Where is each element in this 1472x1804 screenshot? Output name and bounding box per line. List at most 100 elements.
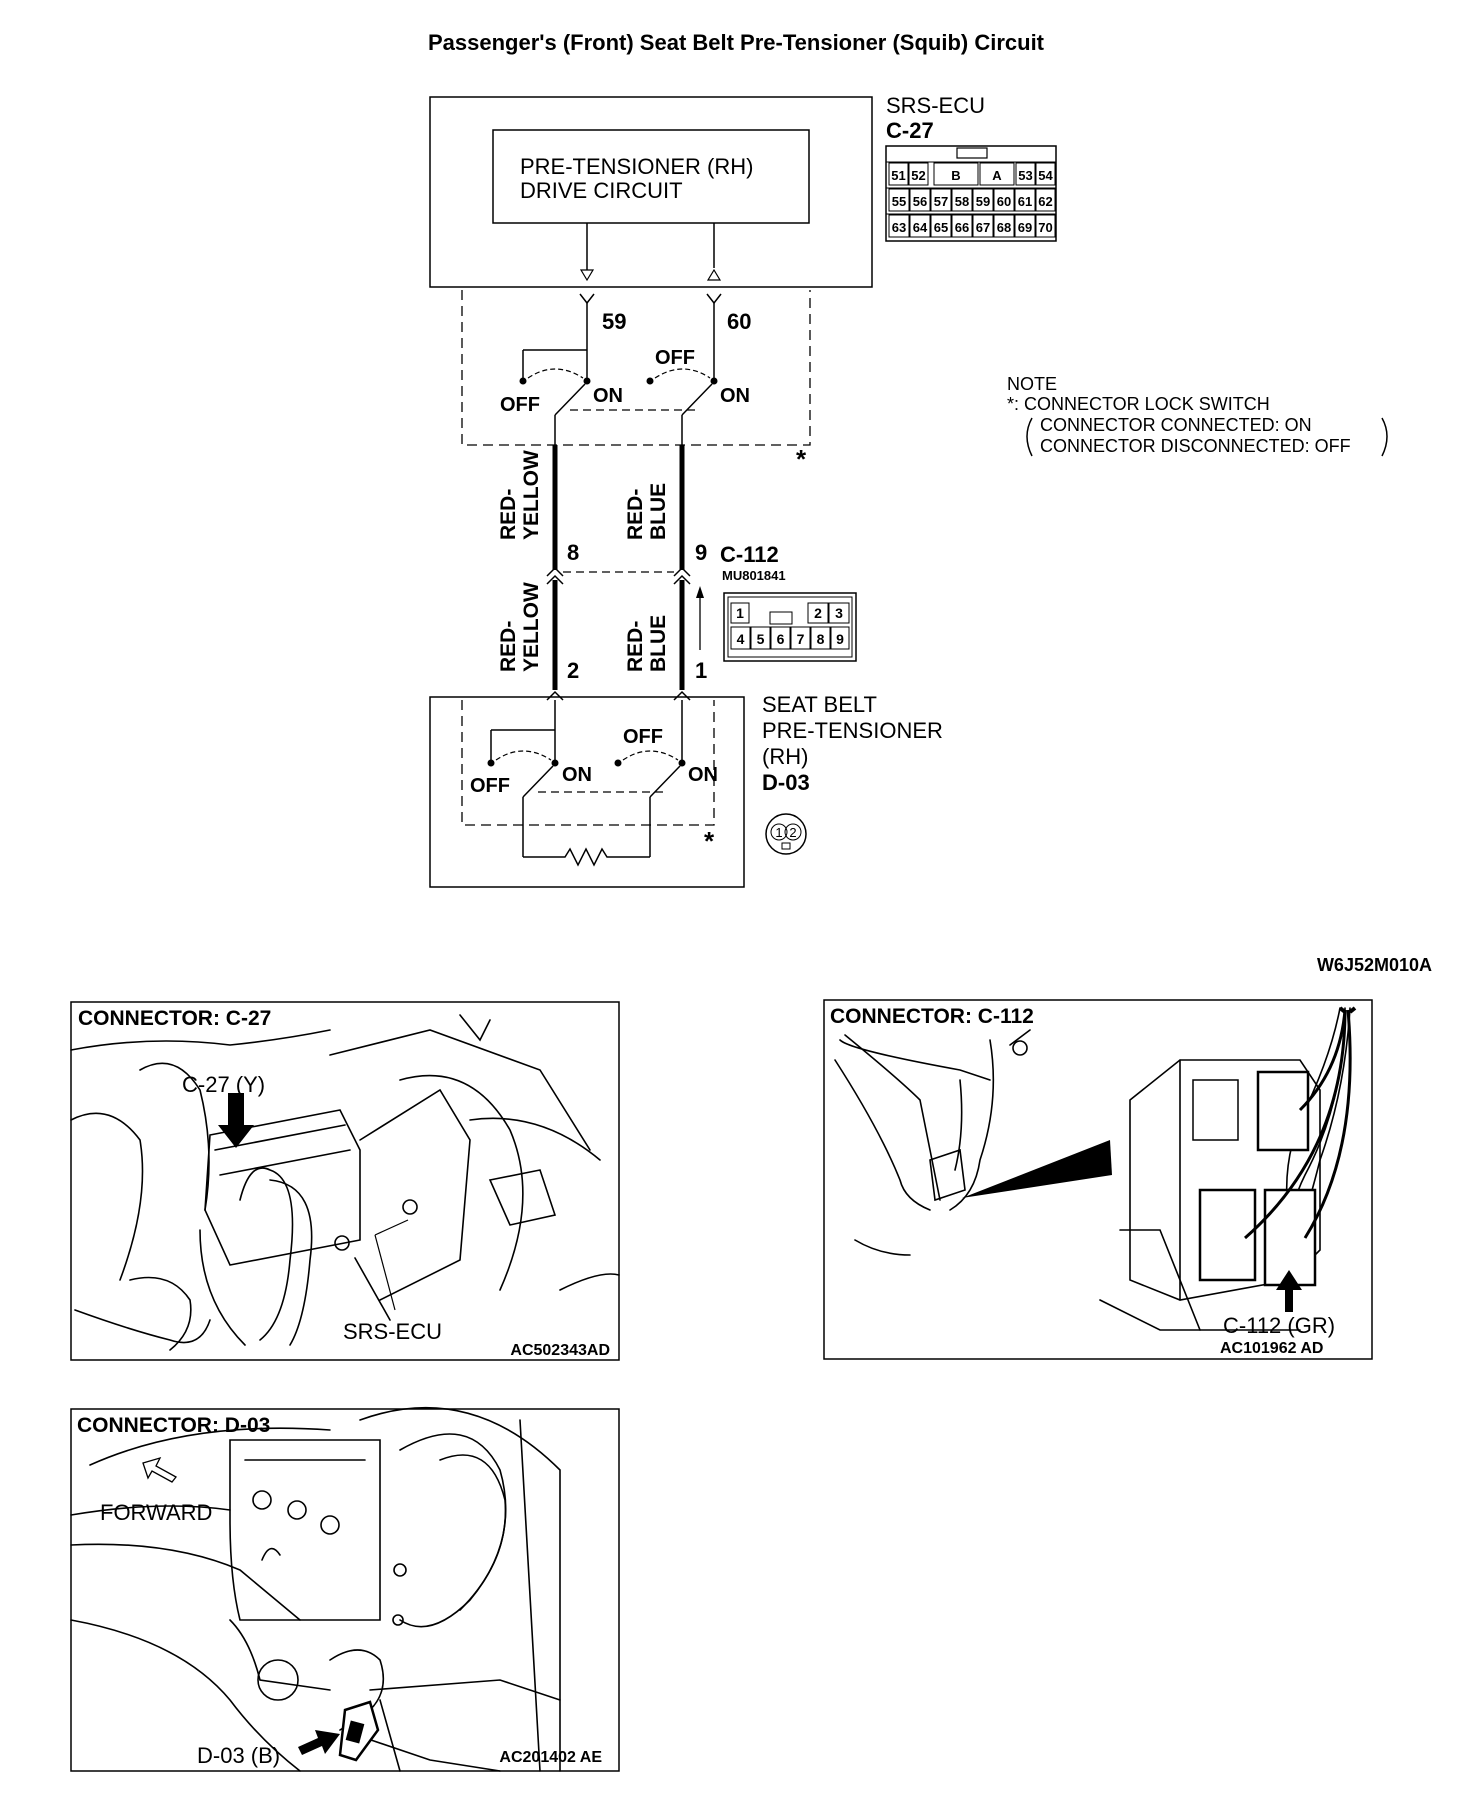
connector-pin-label: 57 (934, 194, 948, 209)
panel-c112-title: CONNECTOR: C-112 (830, 1005, 1034, 1028)
note-heading: NOTE (1007, 374, 1057, 394)
connector-pin-cell (750, 626, 771, 650)
panel-c27-code: AC502343AD (510, 1342, 610, 1359)
connector-pin-cell (790, 626, 811, 650)
connector-pin-cell (1015, 162, 1036, 186)
connector-pin-label: 70 (1038, 220, 1052, 235)
connector-pin-label: 7 (797, 631, 805, 647)
panel-d03-callout: D-03 (B) (197, 1743, 280, 1768)
c112-label: C-112 (720, 542, 779, 567)
upper-switch-left-on: ON (593, 385, 623, 407)
panel-c112-callout: C-112 (GR) (1223, 1313, 1335, 1338)
c112-pin-8: 8 (567, 540, 579, 565)
connector-pin-cell (993, 188, 1015, 212)
panel-d03-code: AC201402 AE (499, 1749, 602, 1766)
panel-connector-c27 (70, 1001, 620, 1361)
wire-harness (546, 445, 704, 701)
wire-right-lower-2: BLUE (647, 615, 670, 672)
connector-pin-cell (908, 162, 929, 186)
upper-lock-switch-star: * (796, 444, 807, 474)
wire-left-lower-2: YELLOW (520, 582, 543, 672)
connector-pin-cell (930, 214, 952, 238)
wire-right-upper-1: RED- (624, 489, 647, 540)
connector-pin-label: 2 (814, 605, 822, 621)
lower-switch-left-on: ON (562, 764, 592, 786)
c112-pin-9: 9 (695, 540, 707, 565)
connector-pin-cell (979, 162, 1015, 186)
connector-pin-label: 5 (757, 631, 765, 647)
connector-pin-label: 62 (1038, 194, 1052, 209)
connector-pin-label: 54 (1038, 168, 1053, 183)
panel-c112-code: AC101962 AD (1220, 1340, 1323, 1357)
connector-pin-label: 56 (913, 194, 927, 209)
drive-circuit-label-1: PRE-TENSIONER (RH) (520, 154, 753, 179)
connector-pin-cell (810, 626, 831, 650)
connector-pin-cell (972, 214, 994, 238)
lower-switch-left-off: OFF (470, 775, 510, 797)
wire-right-upper-2: BLUE (647, 483, 670, 540)
connector-pin-label: 67 (976, 220, 990, 235)
drive-circuit-label-2: DRIVE CIRCUIT (520, 178, 683, 203)
connector-pin-label: 69 (1018, 220, 1032, 235)
diagram-code: W6J52M010A (1317, 955, 1432, 975)
connector-pin-label: 3 (835, 605, 843, 621)
d03-connector-face: 1 2 (765, 813, 807, 855)
connector-pin-cell (888, 162, 909, 186)
srs-ecu-box: PRE-TENSIONER (RH) DRIVE CIRCUIT (429, 96, 873, 288)
d03-pin-1: 1 (695, 658, 707, 683)
connector-pin-cell (888, 188, 910, 212)
connector-pin-cell (1014, 214, 1036, 238)
ecu-pin-59: 59 (602, 309, 626, 334)
connector-pin-cell (807, 602, 829, 624)
connector-pin-label: 58 (955, 194, 969, 209)
connector-pin-cell (730, 626, 751, 650)
connector-pin-label: 9 (836, 631, 844, 647)
connector-pin-cell (930, 188, 952, 212)
srs-ecu-label: SRS-ECU (886, 93, 985, 118)
c27-connector-label: C-27 (886, 118, 934, 143)
connector-pin-label: 55 (892, 194, 906, 209)
note-line-2: CONNECTOR CONNECTED: ON (1040, 415, 1312, 435)
wire-right-lower-1: RED- (624, 621, 647, 672)
note-line-1: *: CONNECTOR LOCK SWITCH (1007, 394, 1270, 414)
connector-pin-label: 66 (955, 220, 969, 235)
c112-part-number: MU801841 (722, 568, 786, 583)
panel-connector-c112 (823, 999, 1373, 1360)
connector-pin-label: 63 (892, 220, 906, 235)
connector-pin-cell (972, 188, 994, 212)
c27-pin-row-2: 55 56 57 58 59 60 61 62 (888, 188, 1056, 212)
connector-pin-label: 53 (1018, 168, 1032, 183)
connector-pin-label: 59 (976, 194, 990, 209)
connector-pin-label: 51 (891, 168, 905, 183)
connector-pin-label: 64 (913, 220, 928, 235)
connector-pin-cell (951, 188, 973, 212)
pretensioner-label-1: SEAT BELT (762, 692, 877, 717)
ecu-terminals (579, 293, 722, 380)
wire-left-upper-1: RED- (497, 489, 520, 540)
connector-pin-cell (993, 214, 1015, 238)
connector-pin-cell (1035, 162, 1056, 186)
connector-pin-cell (909, 188, 931, 212)
connector-pin-cell (828, 602, 850, 624)
note-line-3: CONNECTOR DISCONNECTED: OFF (1040, 436, 1351, 456)
d03-face-pin-1: 1 (775, 825, 782, 840)
connector-pin-label: 6 (777, 631, 785, 647)
connector-pin-cell (1014, 188, 1036, 212)
d03-connector-label: D-03 (762, 770, 810, 795)
panel-c27-srs-ecu: SRS-ECU (343, 1319, 442, 1344)
connector-pin-label: 61 (1018, 194, 1032, 209)
connector-pin-label: 8 (817, 631, 825, 647)
connector-pin-label: 4 (737, 631, 745, 647)
connector-pin-label: 65 (934, 220, 948, 235)
d03-pin-2: 2 (567, 658, 579, 683)
squib-resistor-icon (523, 847, 650, 867)
wire-left-lower-1: RED- (497, 621, 520, 672)
panel-c27-title: CONNECTOR: C-27 (78, 1007, 271, 1030)
connector-pin-label: 60 (997, 194, 1011, 209)
pretensioner-box (429, 696, 745, 888)
connector-pin-cell (730, 602, 750, 624)
